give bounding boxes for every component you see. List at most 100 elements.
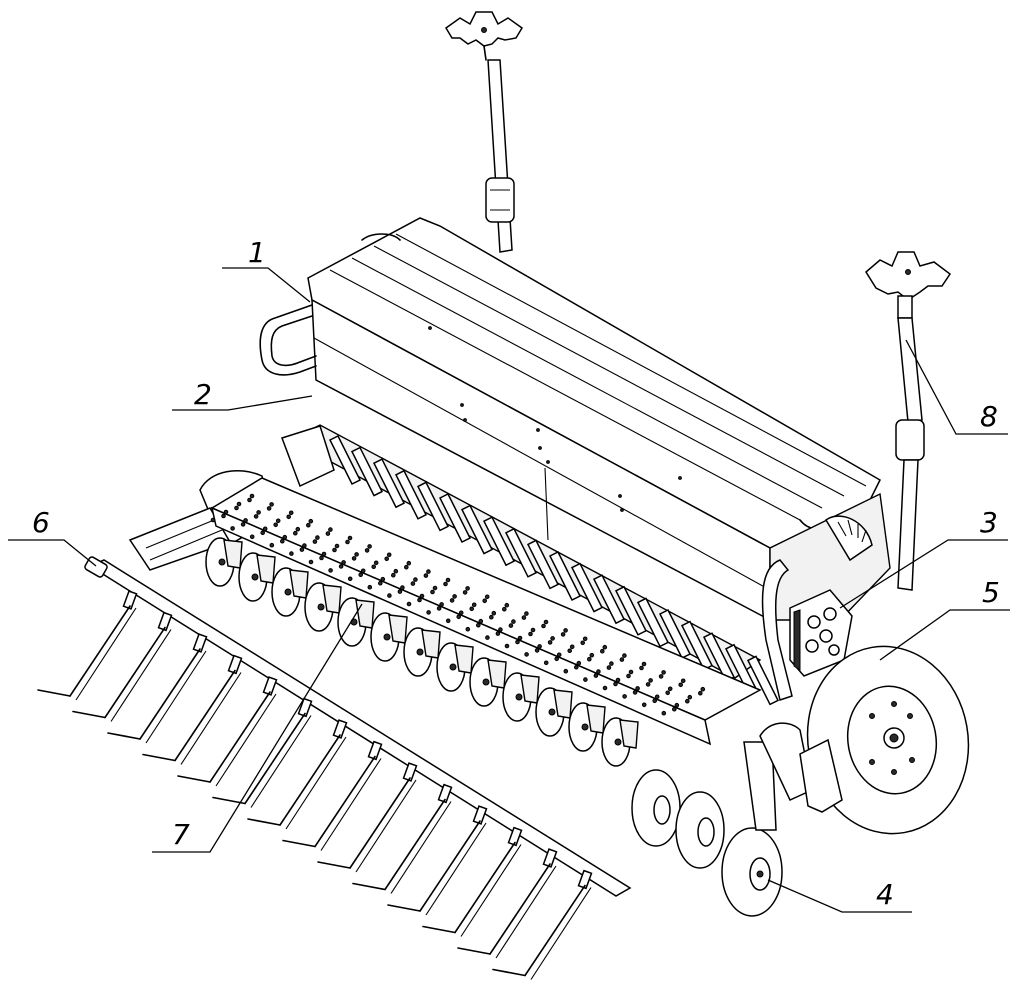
platform-hole xyxy=(269,502,274,507)
tine-clamp xyxy=(157,611,173,632)
seed-tube xyxy=(372,458,406,509)
tine-clamp xyxy=(402,762,418,782)
platform-hole xyxy=(600,648,605,654)
callout-1: 1 xyxy=(248,236,266,269)
harrow-tine-rear xyxy=(145,650,207,744)
seed-tube xyxy=(482,516,516,567)
platform-hole xyxy=(332,547,337,553)
seed-tube xyxy=(438,492,472,544)
harrow-tine xyxy=(454,841,516,934)
disc-hub xyxy=(482,678,490,686)
platform-hole xyxy=(275,518,281,524)
harrow-tine-rear xyxy=(180,672,242,765)
platform-hole xyxy=(393,568,399,574)
platform-hole xyxy=(554,656,560,662)
platform-hole xyxy=(498,627,503,632)
platform-hole xyxy=(543,619,549,625)
tine-clamp xyxy=(577,869,593,890)
platform-hole xyxy=(547,640,553,645)
disc-hub xyxy=(218,558,226,566)
platform-hole xyxy=(661,670,666,675)
callout-6: 6 xyxy=(32,506,50,539)
harrow-tine-rear xyxy=(320,758,382,851)
platform-hole xyxy=(632,690,638,695)
seed-tube xyxy=(416,481,450,532)
callout-2: 2 xyxy=(194,378,212,411)
opener-bracket xyxy=(619,719,639,749)
seed-tubes-row xyxy=(288,424,780,706)
harrow-tine-rear xyxy=(460,844,522,937)
platform-hole xyxy=(511,619,516,624)
platform-hole xyxy=(574,664,579,670)
platform-hole xyxy=(580,640,586,646)
platform-hole xyxy=(308,518,314,524)
seed-tube xyxy=(680,620,714,671)
platform-hole xyxy=(210,517,216,523)
platform-hole xyxy=(465,586,470,591)
seed-tube xyxy=(394,469,428,520)
seed-tube xyxy=(592,574,626,625)
platform-hole xyxy=(648,678,653,683)
platform-hole xyxy=(380,576,386,582)
platform-hole xyxy=(576,660,582,666)
platform-hole xyxy=(613,681,618,687)
tine-tip xyxy=(422,925,456,934)
platform-hole xyxy=(609,661,614,666)
platform-hole xyxy=(236,501,242,507)
platform-hole xyxy=(230,526,235,531)
platform-hole xyxy=(639,665,644,671)
platform-hole xyxy=(445,577,451,583)
tine-tip xyxy=(72,710,106,719)
harrow-tine-rear xyxy=(110,629,172,722)
platform-hole xyxy=(410,581,416,586)
platform-hole xyxy=(587,656,592,662)
harrow-tine-rear xyxy=(425,822,487,916)
platform-hole xyxy=(628,669,634,675)
platform-hole xyxy=(482,598,488,604)
platform-hole xyxy=(569,644,575,650)
disc-hub xyxy=(251,573,259,581)
seed-tube xyxy=(746,655,780,706)
disc-hub xyxy=(416,648,424,656)
callout-8: 8 xyxy=(980,400,998,433)
seed-tube xyxy=(636,597,670,648)
tine-tip xyxy=(352,882,386,891)
harrow-tine xyxy=(384,798,446,891)
platform-hole xyxy=(439,602,444,607)
platform-hole xyxy=(619,657,625,662)
callout-labels: 1 2 3 4 5 6 7 8 xyxy=(32,236,1000,911)
harrow-tine xyxy=(314,755,376,848)
tine-clamp xyxy=(262,676,278,696)
platform-hole xyxy=(249,534,255,540)
platform-hole xyxy=(325,531,331,536)
platform-hole xyxy=(256,510,261,515)
disc-hub xyxy=(284,588,292,596)
platform-hole xyxy=(521,615,527,620)
platform-hole xyxy=(391,572,396,578)
platform-hole xyxy=(589,652,595,658)
leader-lines xyxy=(8,267,1010,913)
platform-hole xyxy=(515,639,520,645)
platform-hole xyxy=(550,636,555,641)
disc-hub xyxy=(614,738,622,746)
platform-hole xyxy=(351,556,357,561)
platform-hole xyxy=(426,569,431,574)
seed-tube xyxy=(658,608,692,660)
platform-hole xyxy=(413,577,418,582)
tine-clamp xyxy=(507,826,523,847)
platform-hole xyxy=(371,564,377,570)
harrow-tines xyxy=(37,556,632,980)
platform-hole xyxy=(491,610,497,616)
platform-hole xyxy=(387,593,392,598)
platform-hole xyxy=(406,601,412,607)
platform-hole xyxy=(567,648,573,654)
platform-hole xyxy=(469,606,475,612)
marker-arm-left xyxy=(445,11,523,253)
platform-hole xyxy=(221,513,226,519)
platform-hole xyxy=(358,572,364,578)
seed-hopper xyxy=(307,217,891,622)
tine-clamp xyxy=(367,740,383,761)
platform-hole xyxy=(700,686,706,692)
platform-hole xyxy=(635,686,640,691)
platform-hole xyxy=(289,551,294,556)
